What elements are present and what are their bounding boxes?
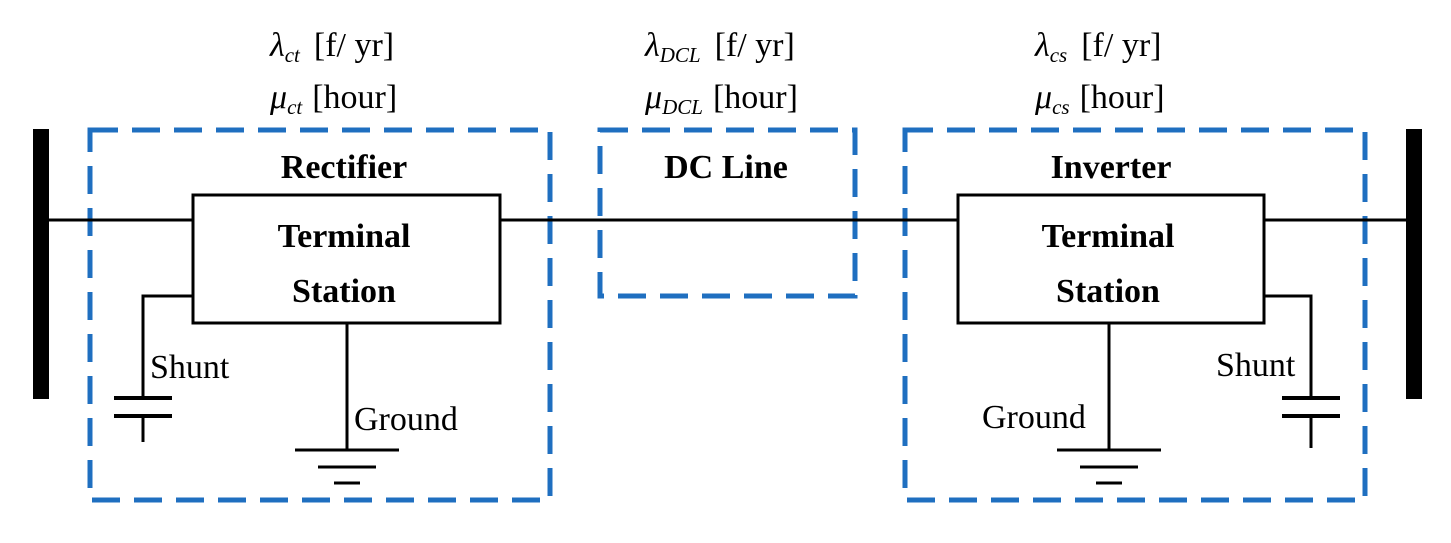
inverter-terminal-station: Terminal Station: [956, 193, 1266, 325]
rectifier-ground: Ground: [295, 323, 458, 485]
inverter-station-box: [956, 193, 1266, 325]
rectifier-repair-time: μct[hour]: [269, 79, 397, 119]
dc-line-repair-time: μDCL[hour]: [644, 79, 798, 119]
rectifier-station-line2: Station: [292, 273, 396, 310]
inverter-label: Inverter: [1051, 149, 1172, 186]
rectifier-parameters: λct[f/ yr] μct[hour]: [269, 27, 397, 119]
rectifier-failure-rate: λct[f/ yr]: [269, 27, 394, 67]
ground-icon: [295, 323, 399, 485]
capacitor-icon: [1264, 294, 1340, 448]
dc-line-label: DC Line: [664, 149, 788, 186]
rectifier-label: Rectifier: [281, 149, 407, 186]
rectifier-shunt: Shunt: [114, 294, 230, 442]
dc-line-failure-rate: λDCL[f/ yr]: [644, 27, 795, 67]
inverter-shunt-label: Shunt: [1216, 347, 1296, 384]
rectifier-ground-label: Ground: [354, 401, 458, 438]
left-ac-busbar: [33, 129, 49, 399]
rectifier-station-line1: Terminal: [278, 218, 411, 255]
inverter-failure-rate: λcs[f/ yr]: [1034, 27, 1161, 67]
inverter-ground: Ground: [982, 323, 1161, 485]
dc-line-boundary: [597, 127, 858, 299]
inverter-ground-label: Ground: [982, 399, 1086, 436]
inverter-boundary: [902, 127, 1368, 503]
inverter-station-line1: Terminal: [1042, 218, 1175, 255]
rectifier-shunt-label: Shunt: [150, 349, 230, 386]
ground-icon: [1057, 323, 1161, 485]
inverter-repair-time: μcs[hour]: [1034, 79, 1165, 119]
rectifier-terminal-station: Terminal Station: [191, 193, 502, 325]
rectifier-boundary: [87, 127, 553, 503]
capacitor-icon: [114, 294, 193, 442]
inverter-shunt: Shunt: [1216, 294, 1340, 448]
dc-line-parameters: λDCL[f/ yr] μDCL[hour]: [644, 27, 798, 119]
inverter-station-line2: Station: [1056, 273, 1160, 310]
right-ac-busbar: [1406, 129, 1422, 399]
inverter-parameters: λcs[f/ yr] μcs[hour]: [1034, 27, 1165, 119]
